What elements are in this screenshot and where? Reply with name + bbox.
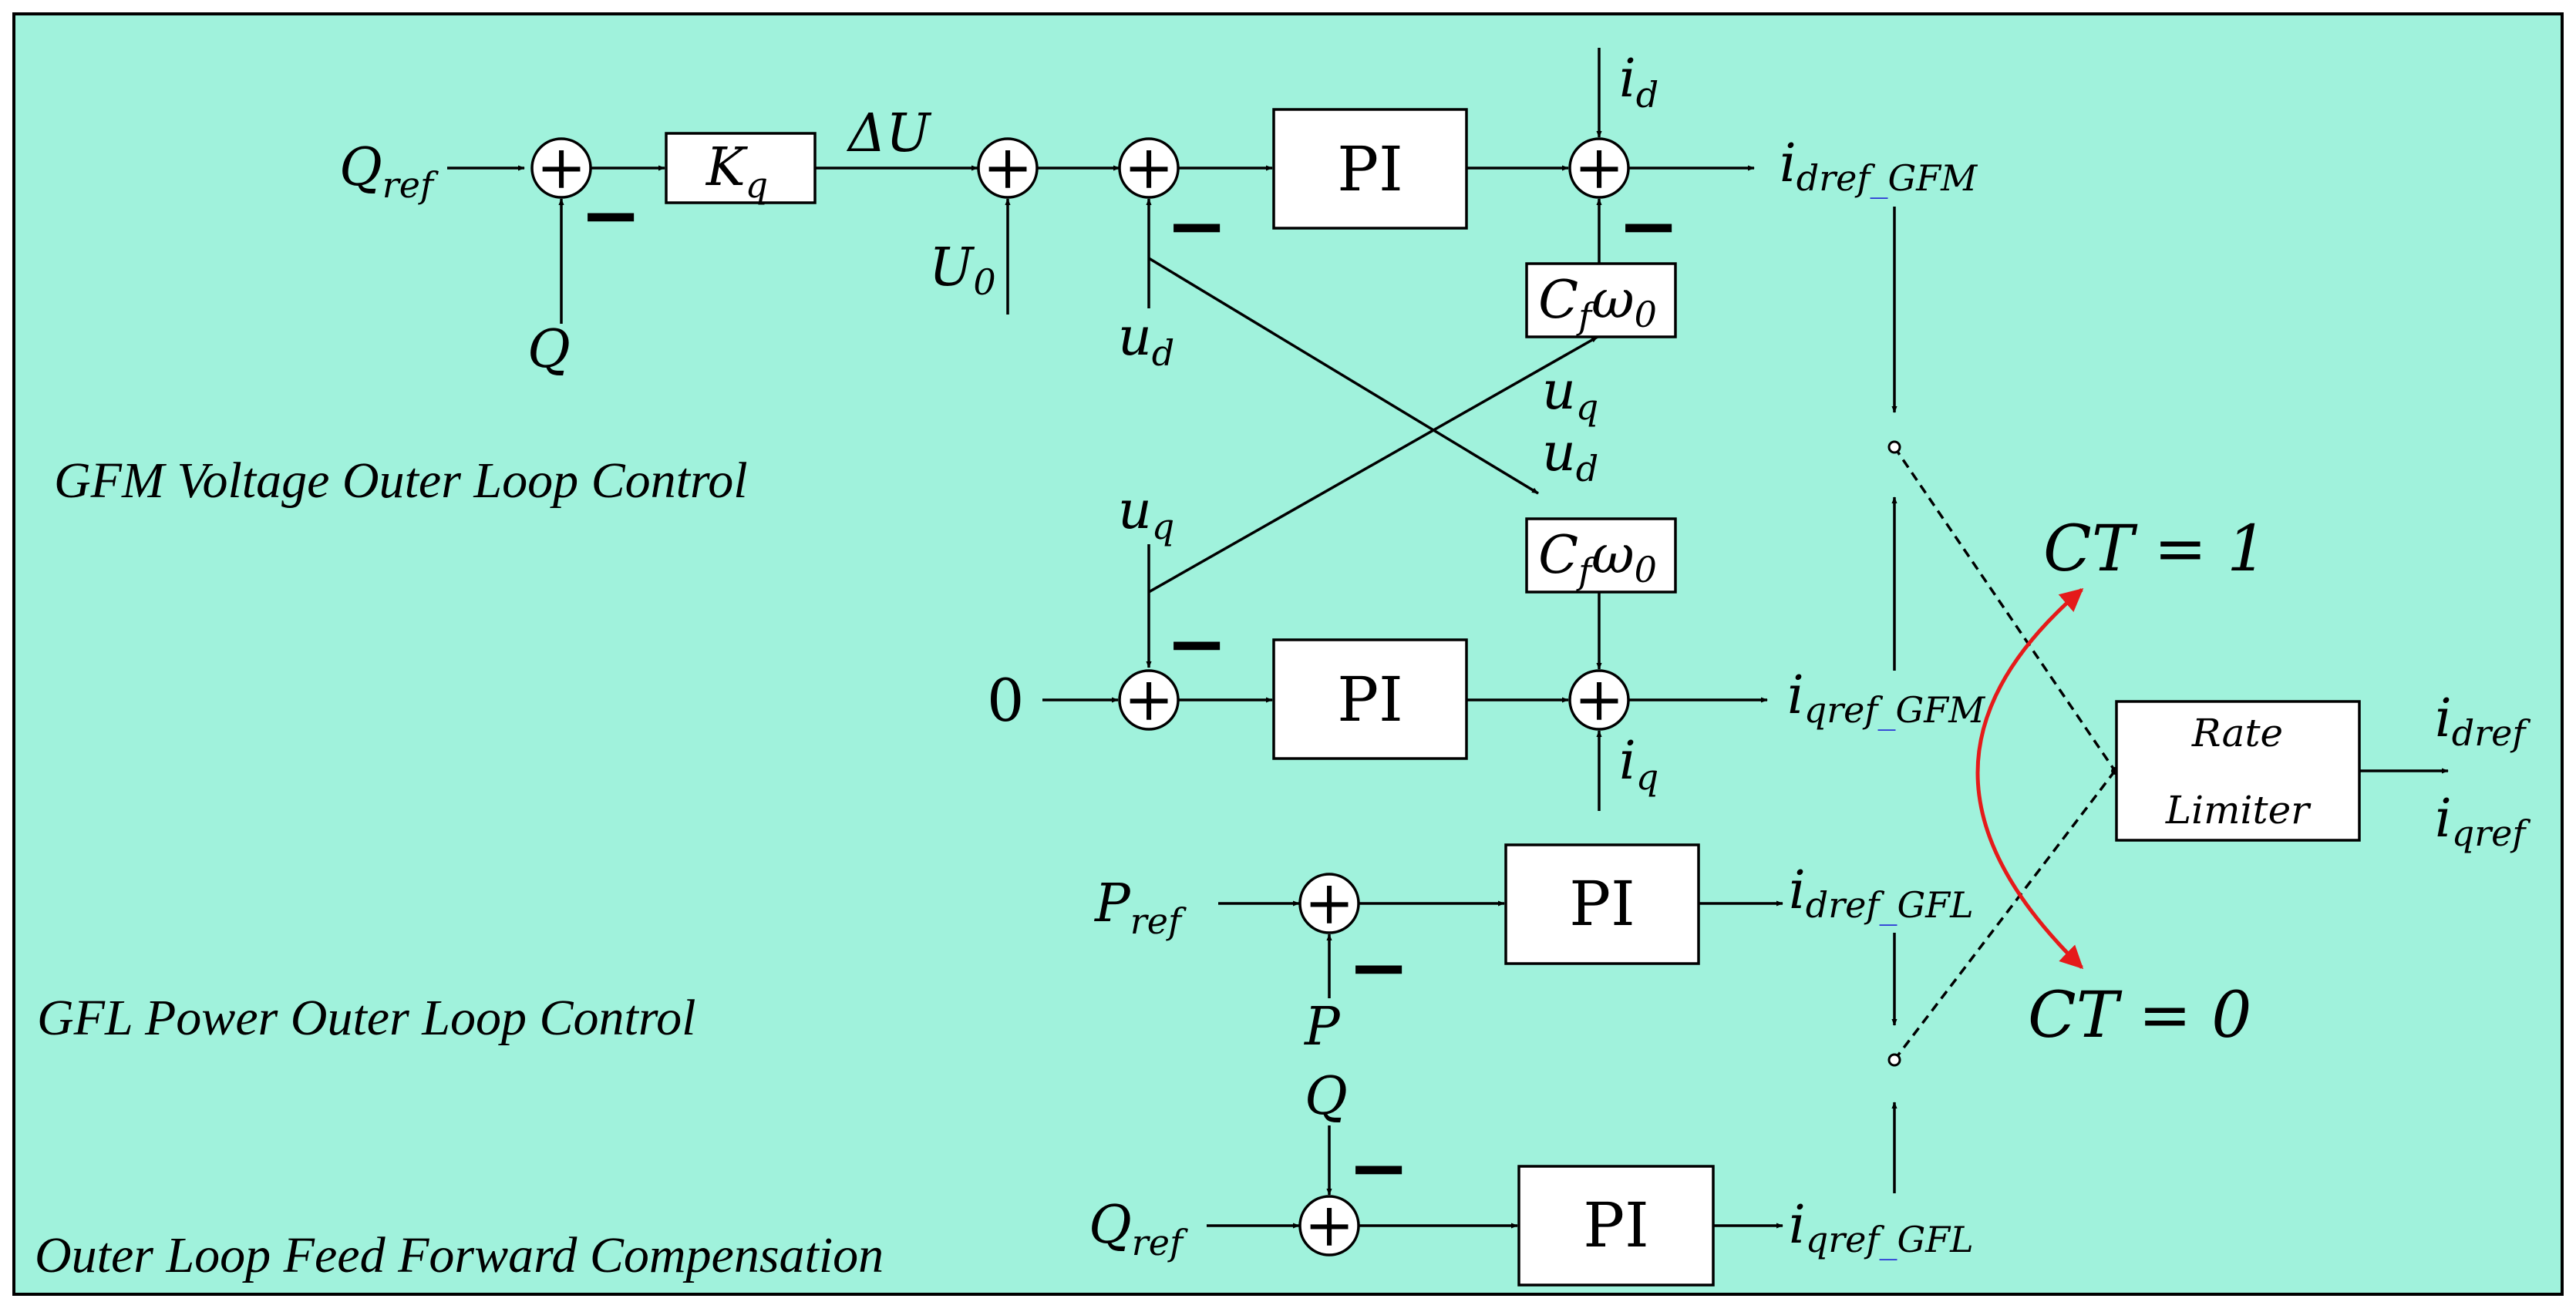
sum-sign: +	[982, 133, 1032, 203]
kq-label: Kq	[705, 137, 768, 206]
sum-sign: +	[1574, 665, 1624, 735]
wire-ud-to-cfw2	[1148, 257, 1539, 495]
minus-sign-cfw: −	[1618, 182, 1679, 269]
signal-uq-cross: uq	[1542, 361, 1598, 428]
wire-uq-to-cfw1	[1148, 335, 1598, 594]
cfw-label-bottom: Cfω0	[1538, 525, 1657, 592]
sum-junction-p	[1298, 873, 1360, 934]
sum-junction-qff	[1298, 1195, 1360, 1256]
pi-label: PI	[1569, 868, 1635, 940]
sum-junction-iq	[1568, 669, 1630, 731]
signal-iqref: iqref	[2435, 789, 2531, 854]
section-title-ff: Outer Loop Feed Forward Compensation	[35, 1227, 884, 1283]
sum-sign: +	[1304, 869, 1354, 938]
pi-label: PI	[1337, 133, 1402, 205]
signal-ud-cross: ud	[1542, 422, 1598, 489]
cfw-block-top	[1525, 262, 1677, 338]
signal-iqref-gfl: iqref_GFL	[1789, 1195, 1974, 1260]
sum-sign: +	[1123, 665, 1174, 735]
signal-idref-gfl: idref_GFL	[1789, 860, 1974, 926]
signal-pref: Pref	[1093, 873, 1187, 942]
sum-junction-id	[1568, 137, 1630, 199]
pi-label: PI	[1583, 1189, 1648, 1261]
rate-limiter-label-1: Rate	[2191, 711, 2283, 755]
signal-q: Q	[527, 319, 571, 380]
signal-zero: 0	[987, 666, 1024, 735]
signal-uq: uq	[1118, 480, 1174, 547]
minus-sign-ud: −	[1166, 182, 1227, 269]
pi-block-qff	[1517, 1165, 1715, 1287]
signal-ud: ud	[1118, 307, 1174, 374]
switch-contact-gfm	[1887, 440, 1901, 454]
cfw-label-top: Cfω0	[1538, 270, 1657, 337]
cfw-block-bottom	[1525, 517, 1677, 594]
sum-junction-uq	[1118, 669, 1180, 731]
sum-sign: +	[536, 133, 586, 203]
kq-gain-block	[665, 132, 817, 204]
pi-block-d	[1272, 108, 1468, 230]
sum-junction-ud	[1118, 137, 1180, 199]
signal-qref: Qref	[339, 137, 439, 206]
minus-sign-p: −	[1348, 923, 1409, 1011]
switch-state-ct1: CT = 1	[2043, 513, 2267, 586]
signal-q-ff: Q	[1305, 1066, 1348, 1127]
minus-sign-q: −	[580, 171, 641, 258]
signal-qref-ff: Qref	[1089, 1195, 1188, 1263]
pi-block-q	[1272, 638, 1468, 760]
sum-sign: +	[1123, 133, 1174, 203]
signal-delta-u: ΔU	[846, 103, 932, 164]
sum-sign: +	[1304, 1191, 1354, 1260]
sum-junction-q	[530, 137, 592, 199]
switch-state-ct0: CT = 0	[2028, 979, 2251, 1052]
pi-block-p	[1504, 843, 1700, 965]
pi-label: PI	[1337, 664, 1402, 735]
rate-limiter-label-2: Limiter	[2165, 788, 2312, 833]
signal-id: id	[1619, 49, 1658, 116]
sum-sign: +	[1574, 133, 1624, 203]
sum-junction-u0	[977, 137, 1039, 199]
section-title-gfl: GFL Power Outer Loop Control	[37, 990, 695, 1046]
minus-sign-uq: −	[1166, 600, 1227, 687]
signal-iqref-gfm: iqref_GFM	[1787, 665, 1986, 731]
switch-arc	[1975, 588, 2084, 970]
rate-limiter-block	[2115, 700, 2361, 842]
minus-sign-qff: −	[1348, 1124, 1409, 1211]
switch-contact-gfl	[1887, 1053, 1901, 1067]
signal-idref: idref	[2435, 688, 2531, 754]
signal-iq: iq	[1619, 731, 1658, 798]
signal-p: P	[1303, 997, 1341, 1058]
section-title-gfm: GFM Voltage Outer Loop Control	[54, 452, 748, 509]
signal-u0: U0	[929, 237, 996, 303]
signal-idref-gfm: idref_GFM	[1780, 133, 1978, 199]
